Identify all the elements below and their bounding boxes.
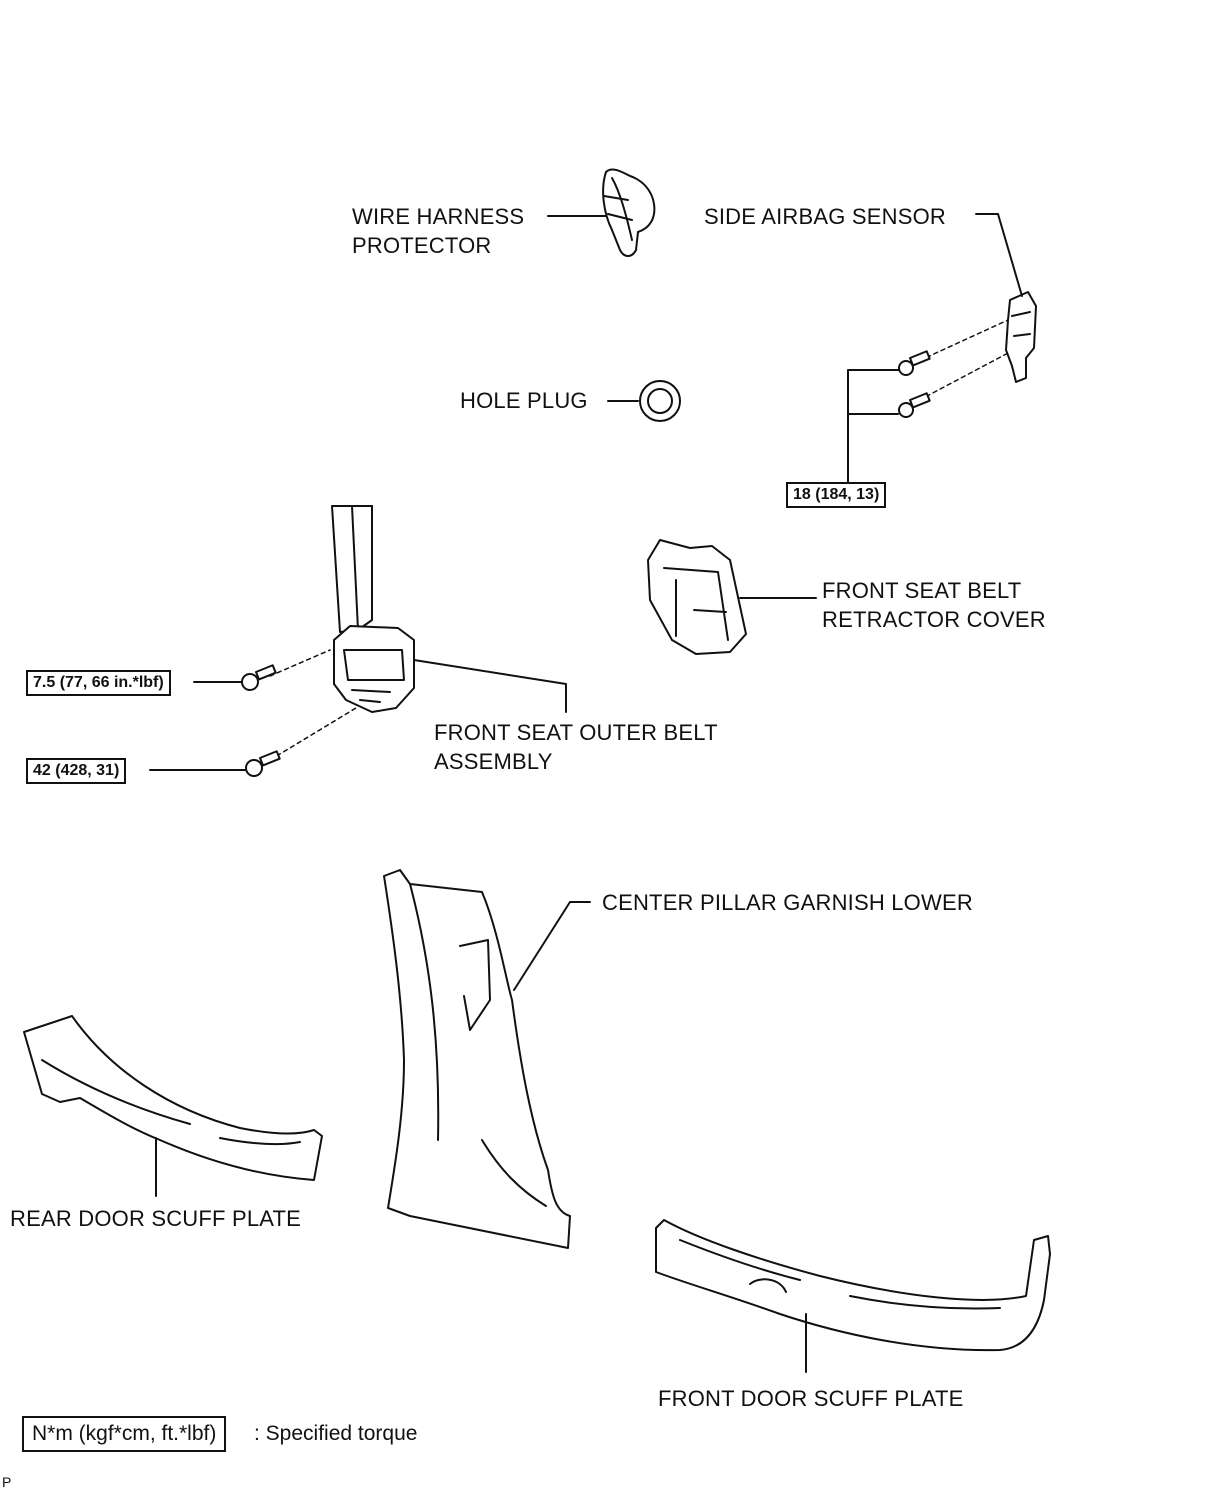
wire-harness-protector-part — [547, 168, 656, 257]
hole-plug-label: HOLE PLUG — [460, 388, 588, 413]
front-seat-outer-belt-part — [149, 505, 567, 777]
retractor-cover-label-line-2: RETRACTOR COVER — [822, 607, 1046, 632]
torque-legend-text: : Specified torque — [254, 1422, 418, 1445]
retractor-cover-label: FRONT SEAT BELT RETRACTOR COVER — [822, 576, 1046, 634]
front-door-scuff-plate-label: FRONT DOOR SCUFF PLATE — [658, 1386, 964, 1411]
rear-door-scuff-plate-label: REAR DOOR SCUFF PLATE — [10, 1206, 302, 1231]
wire-harness-protector-label-line-2: PROTECTOR — [352, 233, 492, 258]
front-seat-outer-belt-label-line-1: FRONT SEAT OUTER BELT — [434, 720, 718, 745]
torque-legend-box: N*m (kgf*cm, ft.*lbf) — [22, 1416, 227, 1452]
figure-code: P — [2, 1474, 12, 1490]
center-pillar-garnish-part — [383, 869, 591, 1249]
retractor-cover-part — [647, 539, 817, 655]
torque-belt-lower-bolt: 42 (428, 31) — [26, 758, 127, 784]
rear-door-scuff-plate-part — [23, 1015, 323, 1197]
torque-sensor-bolts: 18 (184, 13) — [786, 482, 887, 508]
front-seat-outer-belt-label-line-2: ASSEMBLY — [434, 749, 553, 774]
side-airbag-sensor-label: SIDE AIRBAG SENSOR — [704, 204, 947, 229]
torque-belt-upper-bolt: 7.5 (77, 66 in.*lbf) — [26, 670, 171, 696]
side-airbag-sensor-part — [847, 213, 1037, 483]
center-pillar-garnish-label: CENTER PILLAR GARNISH LOWER — [602, 890, 973, 915]
wire-harness-protector-label: WIRE HARNESS PROTECTOR — [352, 202, 524, 260]
front-door-scuff-plate-part — [655, 1219, 1051, 1373]
front-seat-outer-belt-label: FRONT SEAT OUTER BELT ASSEMBLY — [434, 718, 718, 776]
wire-harness-protector-label-line-1: WIRE HARNESS — [352, 204, 525, 229]
retractor-cover-label-line-1: FRONT SEAT BELT — [822, 578, 1022, 603]
hole-plug-part — [607, 380, 681, 422]
